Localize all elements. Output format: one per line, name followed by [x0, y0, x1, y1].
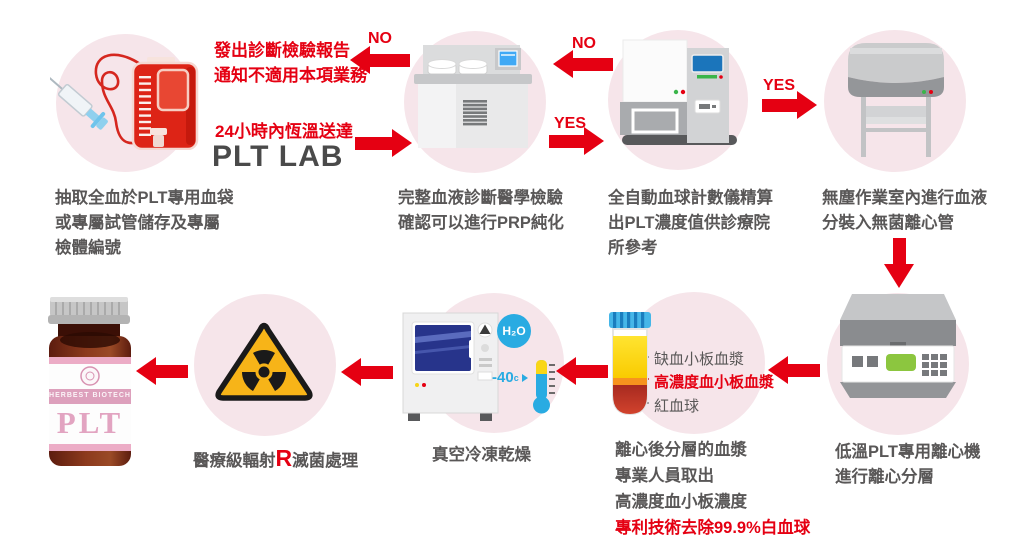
plt-vial-icon	[48, 297, 131, 466]
flow-arrow-yes-cleanroom	[762, 91, 817, 119]
h2o-badge: H₂O	[497, 314, 531, 348]
caption-separation-highlight: 專利技術去除99.9%白血球	[615, 519, 811, 537]
blood-bag-icon	[50, 53, 199, 150]
syringe-icon	[50, 71, 108, 130]
vent-grille	[463, 100, 487, 126]
bag-scale-marks	[139, 76, 151, 136]
tube-layer-top-label: 缺血小板血漿	[654, 351, 745, 368]
thermometer-ticks	[549, 364, 555, 394]
radiation-icon	[215, 322, 313, 401]
tube-layer-bottom-label: 紅血球	[654, 398, 700, 415]
radiation-r-mark: R	[275, 445, 293, 471]
radiation-trefoil	[242, 350, 286, 392]
caption-blood-diagnosis: 完整血液診斷醫學檢驗 確認可以進行PRP純化	[398, 189, 564, 232]
caption-blood-collection: 抽取全血於PLT專用血袋 或專屬試管儲存及專屬 檢體編號	[55, 189, 234, 257]
temperature-unit: c	[513, 372, 519, 383]
flow-arrow-to-sterilization	[341, 358, 393, 386]
flow-label-yes-1: YES	[553, 115, 586, 132]
test-tube-icon	[609, 312, 651, 416]
freeze-dryer-icon	[402, 312, 499, 421]
plt-lab-title: PLT LAB	[212, 140, 344, 173]
keypad	[922, 354, 947, 376]
caption-sterilization: 醫療級輻射R滅菌處理	[193, 445, 359, 471]
caption-cell-counter: 全自動血球計數儀精算 出PLT濃度值供診療院 所參考	[608, 189, 773, 257]
tube-layer-middle-label: 高濃度血小板血漿	[654, 374, 775, 391]
flow-arrow-reject	[350, 46, 410, 74]
vial-product-label: PLT	[56, 405, 124, 440]
vial-logo	[80, 366, 100, 386]
flow-label-no-1: NO	[368, 30, 392, 47]
caption-separation: 離心後分層的血漿 專業人員取出 高濃度血小板濃度 專利技術去除99.9%白血球	[615, 437, 810, 539]
flow-arrow-to-vial	[136, 357, 188, 385]
flow-label-yes-2: YES	[762, 77, 795, 94]
caption-freeze-dry: 真空冷凍乾燥	[432, 446, 531, 464]
delivery-note: 24小時內恆溫送達	[215, 122, 353, 141]
temperature-value: -40	[492, 369, 514, 386]
flow-arrow-down-centrifuge	[884, 238, 914, 288]
reject-note-line1: 發出診斷檢驗報告	[214, 41, 350, 60]
caption-centrifuge: 低溫PLT專用離心機 進行離心分層	[835, 443, 981, 486]
flow-arrow-yes-count	[549, 127, 604, 155]
flow-arrow-no-recheck	[553, 50, 613, 78]
tube-cap-ridges	[613, 312, 645, 328]
temperature-pointer-icon	[521, 373, 528, 382]
clean-bench-icon	[848, 43, 944, 157]
flow-label-no-2: NO	[572, 35, 596, 52]
cell-counter-icon	[620, 39, 737, 145]
reject-note-line2: 通知不適用本項業務	[214, 66, 367, 85]
centrifuge-icon	[840, 294, 956, 398]
flow-arrow-to-freeze-dry	[556, 357, 608, 385]
reject-note: 發出診斷檢驗報告 通知不適用本項業務	[214, 38, 367, 88]
flow-arrow-to-lab	[355, 129, 412, 157]
diagnostic-analyzer-icon	[414, 45, 532, 148]
thermometer-icon	[533, 360, 555, 414]
vial-brand-label: HERBEST BIOTECH	[49, 392, 131, 399]
h2o-label: H₂O	[502, 324, 526, 338]
caption-clean-room: 無塵作業室內進行血液 分裝入無菌離心管	[822, 189, 987, 232]
flow-arrow-to-separation	[768, 356, 820, 384]
